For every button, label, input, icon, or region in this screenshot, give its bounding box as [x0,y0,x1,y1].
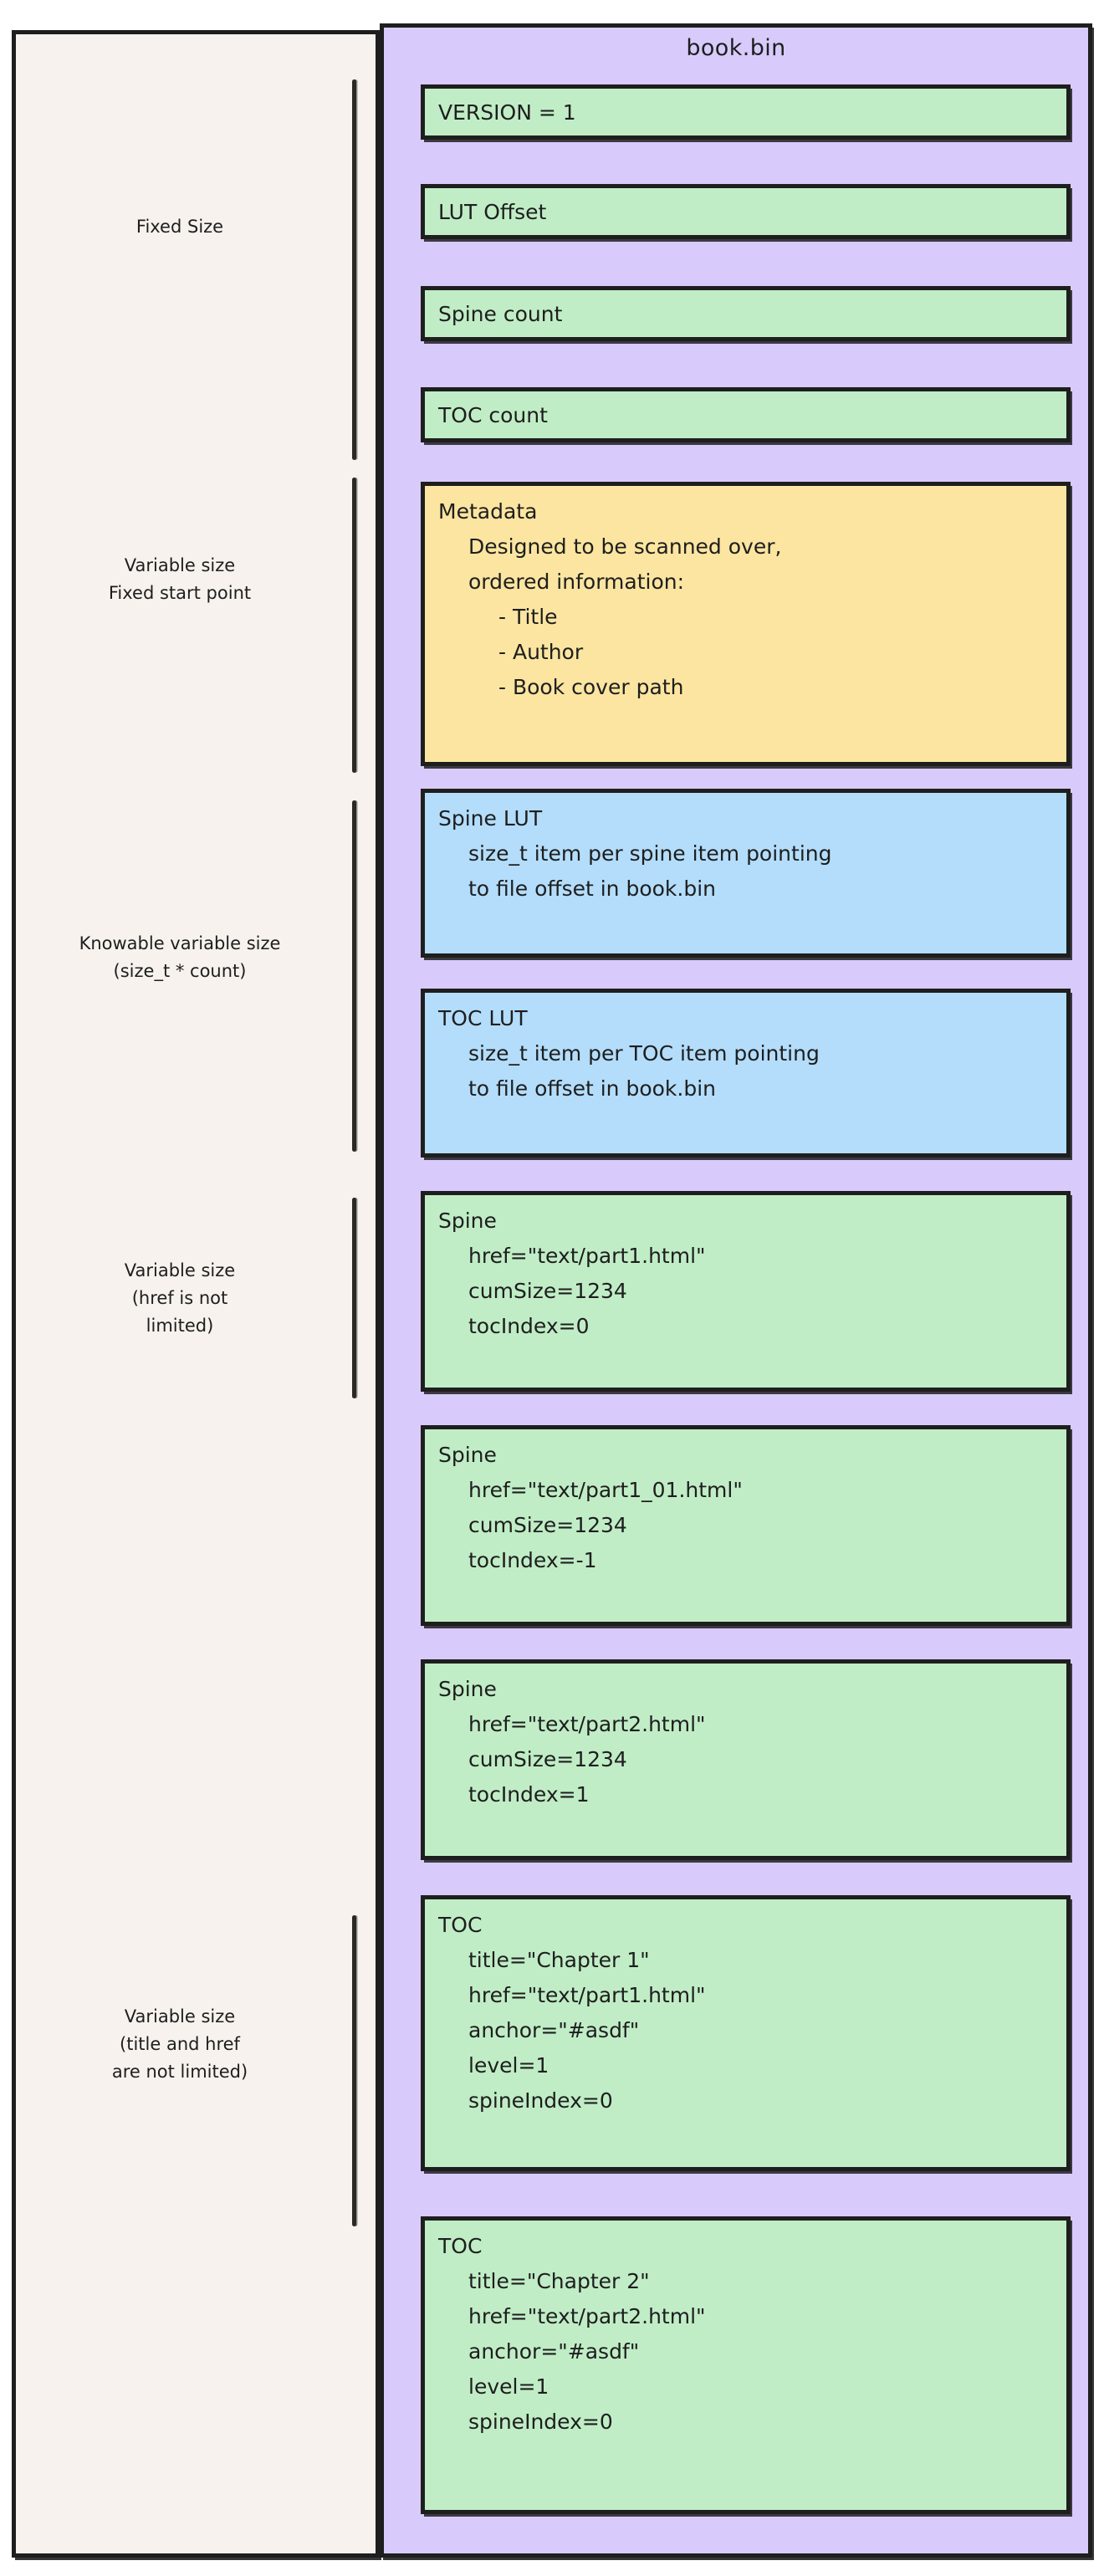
box-line: TOC [438,2234,483,2258]
box-line: Spine count [438,301,563,326]
box-line: href="text/part1_01.html" [468,1478,743,1502]
box-line: anchor="#asdf" [468,2018,640,2042]
field-box-toc-count[interactable]: TOC count [421,387,1071,442]
bracket-fixed-size [352,79,356,460]
box-line: - Title [498,605,558,629]
box-line: anchor="#asdf" [468,2339,640,2364]
box-line: href="text/part1.html" [468,1244,706,1268]
box-line: spineIndex=0 [468,2410,613,2434]
box-line: cumSize=1234 [468,1279,627,1303]
box-line: href="text/part1.html" [468,1983,706,2007]
page-title: book.bin [686,35,786,61]
box-line: tocIndex=0 [468,1314,590,1338]
field-box-version[interactable]: VERSION = 1 [421,84,1071,140]
box-line: Designed to be scanned over, [468,534,782,559]
box-line: tocIndex=1 [468,1782,590,1807]
field-box-toc-lut[interactable]: TOC LUT size_t item per TOC item pointing… [421,989,1071,1158]
box-line: title="Chapter 2" [468,2269,650,2293]
left-annotation-panel [12,30,380,2558]
box-line: Spine [438,1677,497,1701]
box-line: Spine LUT [438,806,543,831]
box-line: level=1 [468,2374,549,2399]
side-label-knowable-variable: Knowable variable size (size_t * count) [79,933,281,981]
box-line: level=1 [468,2053,549,2078]
box-line: TOC LUT [438,1006,528,1030]
box-line: Spine [438,1443,497,1467]
box-line: to file offset in book.bin [468,877,717,901]
box-line: size_t item per spine item pointing [468,841,832,866]
box-line: LUT Offset [438,199,547,224]
field-box-toc-2[interactable]: TOC title="Chapter 2" href="text/part2.htm… [421,2216,1071,2514]
box-line: TOC [438,1913,483,1937]
box-line: spineIndex=0 [468,2088,613,2113]
box-line: - Author [498,640,584,664]
field-box-spine-1[interactable]: Spine href="text/part1.html" cumSize=1234 t… [421,1191,1071,1392]
side-label-variable-fixed-start: Variable size Fixed start point [108,555,252,603]
box-line: size_t item per TOC item pointing [468,1041,820,1066]
bracket-variable-fixed-start [352,478,356,773]
box-line: href="text/part2.html" [468,2304,706,2328]
bracket-variable-href [352,1198,356,1398]
side-label-fixed-size: Fixed Size [135,217,224,237]
box-line: VERSION = 1 [438,100,576,125]
field-box-spine-2[interactable]: Spine href="text/part1_01.html" cumSize=12… [421,1425,1071,1626]
side-label-variable-href: Variable size (href is not limited) [124,1260,236,1336]
box-line: title="Chapter 1" [468,1948,650,1972]
box-line: to file offset in book.bin [468,1076,717,1101]
field-box-spine-lut[interactable]: Spine LUT size_t item per spine item poin… [421,789,1071,958]
box-line: Spine [438,1209,497,1233]
box-line: href="text/part2.html" [468,1712,706,1736]
box-line: Metadata [438,499,538,524]
box-line: cumSize=1234 [468,1747,627,1771]
box-line: cumSize=1234 [468,1513,627,1537]
field-box-lut-offset[interactable]: LUT Offset [421,184,1071,239]
bracket-variable-title-href [352,1915,356,2226]
field-box-spine-3[interactable]: Spine href="text/part2.html" cumSize=1234 t… [421,1659,1071,1860]
side-label-variable-title-href: Variable size (title and href are not li… [111,2006,248,2082]
bracket-knowable-variable [352,800,356,1152]
field-box-spine-count[interactable]: Spine count [421,286,1071,341]
box-line: ordered information: [468,570,685,594]
box-line: - Book cover path [498,675,684,699]
box-line: TOC count [438,402,548,427]
field-box-toc-1[interactable]: TOC title="Chapter 1" href="text/part1.htm… [421,1895,1071,2171]
box-line: tocIndex=-1 [468,1548,597,1572]
